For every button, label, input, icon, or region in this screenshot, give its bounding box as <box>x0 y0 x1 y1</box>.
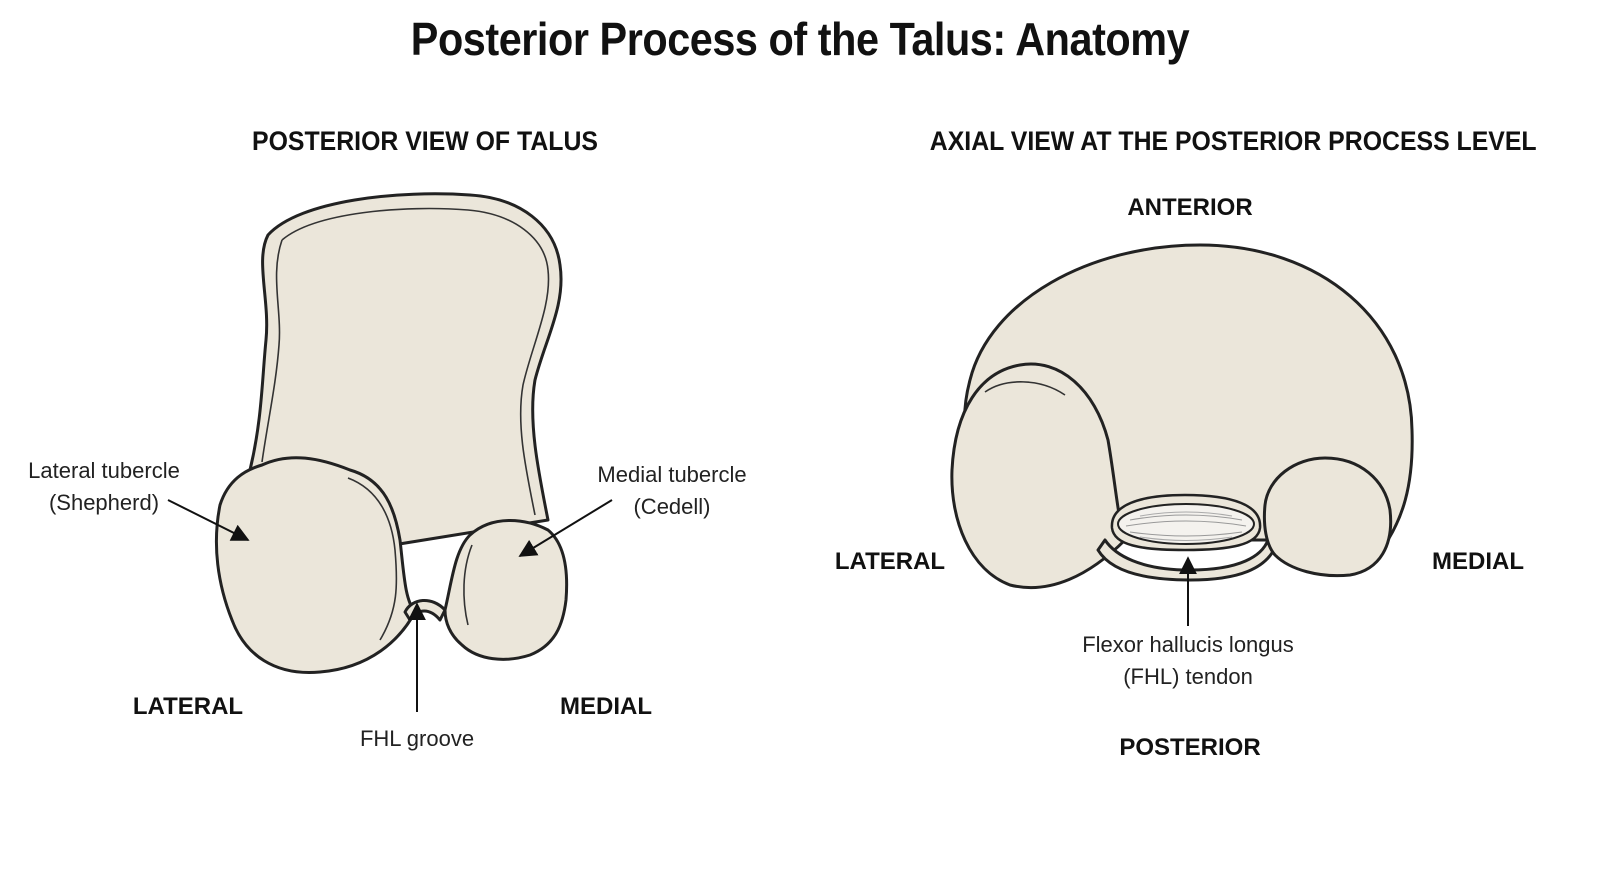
talus-posterior-view <box>214 192 569 674</box>
posterior-view-title: POSTERIOR VIEW OF TALUS <box>252 126 598 156</box>
medial-process-axial <box>1262 456 1393 578</box>
talus-axial-view <box>950 243 1414 590</box>
right-medial-label: MEDIAL <box>1432 548 1524 575</box>
medial-tubercle-label-line2: (Cedell) <box>633 494 710 519</box>
fhl-tendon <box>1110 493 1262 552</box>
axial-view-title: AXIAL VIEW AT THE POSTERIOR PROCESS LEVE… <box>929 126 1537 156</box>
anterior-label: ANTERIOR <box>1127 194 1252 221</box>
fhl-tendon-label-line2: (FHL) tendon <box>1123 664 1253 689</box>
lateral-tubercle-label-line2: (Shepherd) <box>49 490 159 515</box>
page-title: Posterior Process of the Talus: Anatomy <box>410 13 1190 65</box>
left-lateral-label: LATERAL <box>133 693 243 720</box>
lateral-process-axial <box>950 362 1127 590</box>
fhl-tendon-label-line1: Flexor hallucis longus <box>1082 632 1294 657</box>
lateral-tubercle-arrow <box>167 499 250 541</box>
lateral-tubercle-label-line1: Lateral tubercle <box>28 458 180 483</box>
left-medial-label: MEDIAL <box>560 693 652 720</box>
lateral-tubercle <box>214 456 417 674</box>
fhl-groove-label: FHL groove <box>360 726 474 751</box>
right-lateral-label: LATERAL <box>835 548 945 575</box>
posterior-label: POSTERIOR <box>1119 734 1260 761</box>
fhl-groove-floor <box>403 599 447 622</box>
medial-tubercle-arrow <box>518 499 613 557</box>
medial-tubercle-label-line1: Medial tubercle <box>597 462 746 487</box>
